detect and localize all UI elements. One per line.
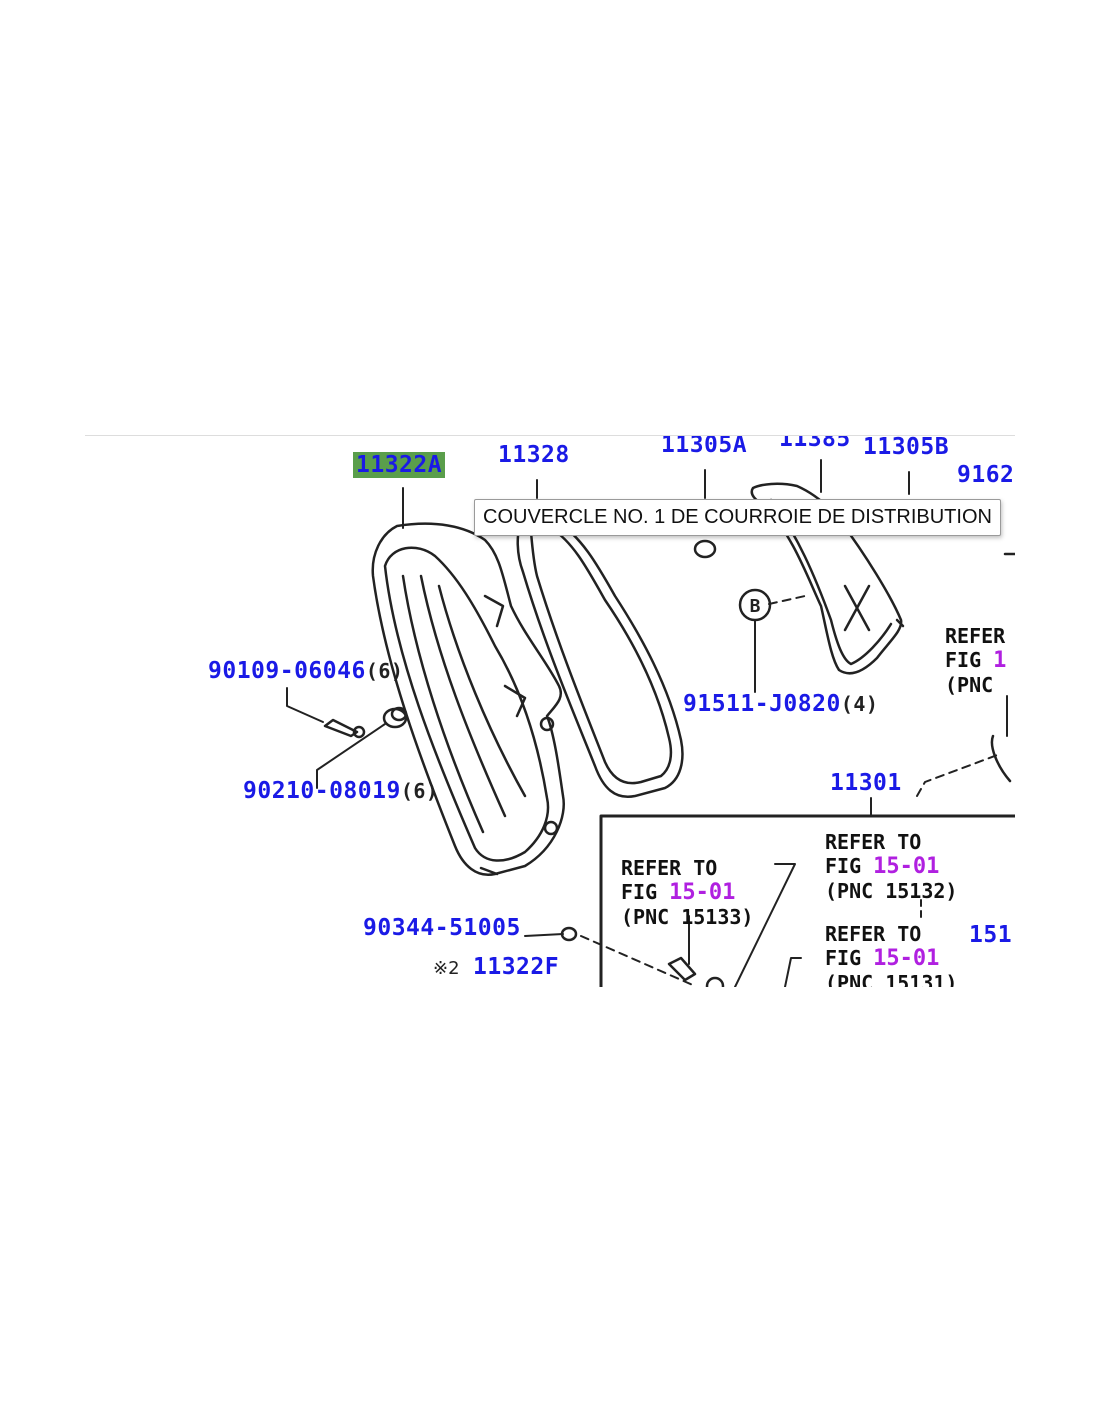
refer-fig-prefix: FIG <box>621 880 658 904</box>
part-label-151[interactable]: 151 <box>969 922 1012 948</box>
box-bolt-drawing <box>667 956 725 987</box>
refer-block-15132[interactable]: REFER TO FIG 15-01 (PNC 15132) <box>825 830 957 903</box>
assembly-box <box>599 814 1015 987</box>
part-label-90344-51005[interactable]: 90344-51005 <box>363 915 521 941</box>
part-quantity: (4) <box>840 692 879 716</box>
part-number: 11322A <box>356 452 443 478</box>
leader-11301-dash <box>916 753 1001 797</box>
refer-line: REFER TO <box>825 830 922 854</box>
leader-90344 <box>524 933 564 937</box>
right-partial-drawing <box>990 734 1012 783</box>
refer-line: REFER TO <box>621 856 718 880</box>
refer-fig-number: 1 <box>993 648 1007 673</box>
refer-block-15133[interactable]: REFER TO FIG 15-01 (PNC 15133) <box>621 856 753 929</box>
part-number: 11305A <box>661 435 748 458</box>
callout-b-letter: B <box>750 596 761 617</box>
part-label-90210-08019[interactable]: 90210-08019(6) <box>243 778 438 804</box>
leader-90344-dash <box>580 935 696 987</box>
refer-fig-prefix: FIG <box>825 946 862 970</box>
part-label-11305A[interactable]: 11305A <box>661 435 748 458</box>
part-quantity: (6) <box>400 779 439 803</box>
bolt-drawing <box>323 718 366 739</box>
refer-pnc: (PNC <box>945 673 994 697</box>
part-label-11385[interactable]: 11385 <box>779 435 851 452</box>
part-quantity: (6) <box>365 659 404 683</box>
part-number: 11322F <box>473 954 560 980</box>
callout-b-circle <box>738 588 772 622</box>
part-label-11322F[interactable]: 11322F <box>473 954 559 980</box>
gasket-drawing <box>516 512 684 799</box>
part-number: 91511-J0820 <box>683 691 841 717</box>
part-label-91511-J0820[interactable]: 91511-J0820(4) <box>683 691 878 717</box>
leader-B-dash <box>768 595 806 605</box>
part-label-11305B[interactable]: 11305B <box>863 435 950 460</box>
refer-line: REFER TO <box>825 922 922 946</box>
timing-belt-cover-drawing <box>371 522 565 877</box>
refer-pnc: (PNC 15132) <box>825 879 958 903</box>
leader-refer-15132 <box>734 863 796 987</box>
seal-drawing <box>693 539 717 559</box>
refer-block-right[interactable]: REFER FIG 1 (PNC <box>945 624 1006 697</box>
refer-line: REFER <box>945 624 1006 648</box>
part-name-tooltip: COUVERCLE NO. 1 DE COURROIE DE DISTRIBUT… <box>474 499 1001 536</box>
part-label-90109-06046[interactable]: 90109-06046(6) <box>208 658 403 684</box>
grommet-drawing <box>382 706 408 729</box>
part-number: 11328 <box>498 442 570 468</box>
refer-fig-prefix: FIG <box>825 854 862 878</box>
refer-fig-prefix: FIG <box>945 648 982 672</box>
refer-block-15131[interactable]: REFER TO FIG 15-01 (PNC 15131) <box>825 922 957 987</box>
part-number: 90210-08019 <box>243 778 401 804</box>
refer-fig-number: 15-01 <box>873 854 940 879</box>
refer-pnc: (PNC 15131) <box>825 971 958 987</box>
part-number: 11385 <box>779 435 851 452</box>
part-label-11322A[interactable]: 11322A <box>353 452 446 478</box>
refer-fig-number: 15-01 <box>873 946 940 971</box>
part-number: 151 <box>969 922 1013 948</box>
ring-drawing <box>560 926 578 942</box>
refer-pnc: (PNC 15133) <box>621 905 754 929</box>
part-label-11301[interactable]: 11301 <box>830 770 902 796</box>
part-label-9162[interactable]: 9162 <box>957 462 1014 488</box>
part-number: 90109-06046 <box>208 658 366 684</box>
diagram-linework: B <box>286 459 1015 987</box>
part-number: 9162 <box>957 462 1015 488</box>
leader-refer-15131 <box>784 957 802 987</box>
part-number: 11301 <box>830 770 902 796</box>
note-mark: ※2 <box>433 958 460 979</box>
refer-fig-number: 15-01 <box>669 880 736 905</box>
part-number: 90344-51005 <box>363 915 521 941</box>
leader-90109 <box>286 687 324 723</box>
part-label-11328[interactable]: 11328 <box>498 442 570 468</box>
leader-90210 <box>316 723 386 789</box>
cover-no2-drawing <box>750 482 905 675</box>
part-number: 11305B <box>863 435 950 460</box>
